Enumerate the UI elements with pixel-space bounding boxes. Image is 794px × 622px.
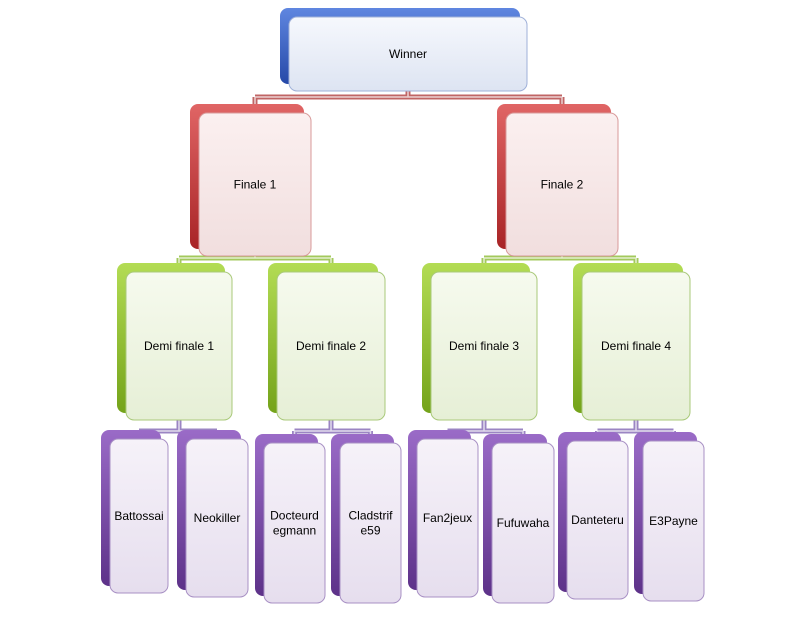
demi-node-3: Demi finale 3 — [422, 263, 538, 421]
player-node-4-label: Cladstrif — [348, 509, 393, 523]
player-node-3-face — [263, 442, 326, 604]
connector-demi-3-highlight — [446, 413, 524, 434]
demi-node-4-face — [581, 271, 691, 421]
player-node-6-label: Fufuwaha — [497, 516, 550, 530]
player-node-4-label: e59 — [360, 524, 380, 538]
player-node-2-label: Neokiller — [194, 511, 241, 525]
player-node-5: Fan2jeux — [408, 430, 479, 598]
demi-node-1-label: Demi finale 1 — [144, 339, 214, 353]
connector-demi-4 — [595, 413, 676, 434]
player-node-6: Fufuwaha — [483, 434, 555, 604]
player-node-2-face — [185, 438, 249, 598]
player-node-6-face — [491, 442, 555, 604]
player-node-3-label: Docteurd — [270, 509, 319, 523]
winner-node: Winner — [280, 8, 528, 92]
player-node-7-label: Danteteru — [571, 513, 624, 527]
connector-demi-2-highlight — [293, 413, 372, 434]
player-node-3-label: egmann — [273, 524, 316, 538]
connector-demi-1 — [136, 413, 220, 434]
player-node-8: E3Payne — [634, 432, 705, 602]
connector-demi-3 — [445, 413, 526, 434]
demi-node-4-label: Demi finale 4 — [601, 339, 671, 353]
player-node-2: Neokiller — [177, 430, 249, 598]
finale-node-2-face — [505, 112, 619, 257]
player-node-4-face — [339, 442, 402, 604]
player-node-1-label: Battossai — [114, 509, 163, 523]
finale-node-1-face — [198, 112, 312, 257]
player-node-7-face — [566, 440, 629, 600]
player-node-1-face — [109, 438, 169, 594]
demi-node-3-label: Demi finale 3 — [449, 339, 519, 353]
demi-node-2: Demi finale 2 — [268, 263, 386, 421]
connector-demi-1-highlight — [138, 413, 218, 432]
finale-node-2-label: Finale 2 — [541, 178, 584, 192]
player-node-5-label: Fan2jeux — [423, 511, 472, 525]
player-node-7: Danteteru — [558, 432, 629, 600]
finale-node-1: Finale 1 — [190, 104, 312, 257]
winner-node-face — [288, 16, 528, 92]
demi-node-1: Demi finale 1 — [117, 263, 233, 421]
player-node-8-label: E3Payne — [649, 514, 698, 528]
connector-demi-4-highlight — [596, 413, 675, 432]
player-node-1: Battossai — [101, 430, 169, 594]
demi-node-2-label: Demi finale 2 — [296, 339, 366, 353]
demi-node-1-face — [125, 271, 233, 421]
player-node-5-face — [416, 438, 479, 598]
demi-node-4: Demi finale 4 — [573, 263, 691, 421]
winner-node-label: Winner — [389, 47, 427, 61]
demi-node-3-face — [430, 271, 538, 421]
connector-demi-2 — [292, 413, 373, 434]
finale-node-2: Finale 2 — [497, 104, 619, 257]
player-node-8-face — [642, 440, 705, 602]
finale-node-1-label: Finale 1 — [234, 178, 277, 192]
demi-node-2-face — [276, 271, 386, 421]
